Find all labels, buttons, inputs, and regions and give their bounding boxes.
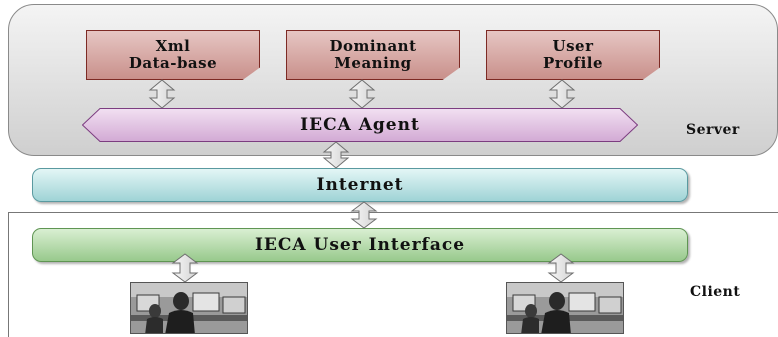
dominant-meaning-box: Dominant Meaning: [286, 30, 460, 80]
arrow-meaning-to-agent: [348, 79, 376, 109]
dominant-meaning-line2: Meaning: [334, 54, 412, 72]
ieca-agent-box: IECA Agent: [82, 108, 638, 142]
ieca-user-interface-label: IECA User Interface: [254, 235, 466, 255]
arrow-agent-to-internet: [322, 141, 350, 169]
xml-database-line1: Xml: [155, 37, 191, 55]
ieca-agent-outline: [82, 108, 638, 142]
client-label: Client: [690, 284, 741, 300]
ieca-agent-label: IECA Agent: [300, 115, 420, 135]
xml-database-line2: Data-base: [128, 54, 218, 72]
xml-database-box: Xml Data-base: [86, 30, 260, 80]
user-profile-line2: Profile: [542, 54, 604, 72]
arrow-profile-to-agent: [548, 79, 576, 109]
client-user-photo-right: [506, 282, 624, 334]
arrow-xml-to-agent: [148, 79, 176, 109]
ieca-user-interface-bar: IECA User Interface: [32, 228, 688, 262]
dominant-meaning-line1: Dominant: [329, 37, 417, 55]
internet-label: Internet: [316, 175, 404, 195]
server-label: Server: [686, 122, 740, 138]
arrow-ui-to-client-right: [547, 253, 575, 283]
arrow-ui-to-client-left: [171, 253, 199, 283]
arrow-internet-to-ui: [350, 201, 378, 229]
user-profile-box: User Profile: [486, 30, 660, 80]
client-user-photo-left: [130, 282, 248, 334]
user-profile-line1: User: [552, 37, 594, 55]
internet-bar: Internet: [32, 168, 688, 202]
